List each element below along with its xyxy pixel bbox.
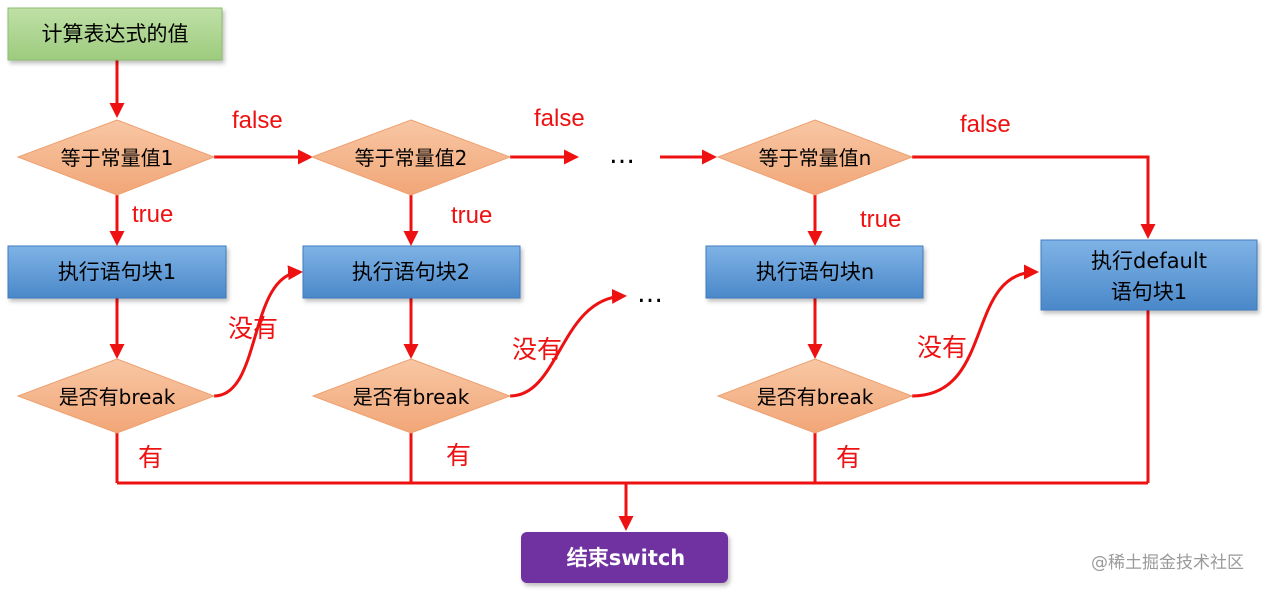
decision-brk1-label: 是否有break [59,385,176,409]
label-nobreak-n: 没有 [917,333,967,362]
block-1: 执行语句块1 [7,245,227,299]
label-nobreak-2: 没有 [512,335,562,364]
block-default-label-line1: 执行default [1091,249,1207,273]
block-n-label: 执行语句块n [756,260,874,284]
label-break-n: 有 [836,443,861,472]
block-1-label: 执行语句块1 [58,260,176,284]
decision-cmp1: 等于常量值1 [16,119,216,196]
label-true-n: true [860,206,901,233]
label-true-1: true [132,201,173,228]
decision-brkn: 是否有break [716,358,914,434]
edge-brk2-nobreak-to-ellipsis [509,288,627,398]
end-node: 结束switch [521,532,728,583]
decision-brk1: 是否有break [16,358,216,434]
end-node-label: 结束switch [567,546,686,570]
ellipsis-top: … [609,140,635,170]
block-default: 执行default 语句块1 [1040,239,1258,311]
edge-brk1-nobreak-to-block2 [213,265,303,398]
decision-cmpn-label: 等于常量值n [759,146,872,170]
start-node-label: 计算表达式的值 [42,22,189,46]
block-2-label: 执行语句块2 [352,260,470,284]
label-true-2: true [451,202,492,229]
decision-cmp2-label: 等于常量值2 [355,146,468,170]
start-node: 计算表达式的值 [7,7,223,61]
label-false-2: false [534,105,585,132]
decision-brk2: 是否有break [311,358,512,434]
decision-cmp1-label: 等于常量值1 [61,146,174,170]
edge-labels: false false false true true true 没有 没有 没… [132,105,1011,472]
decision-brkn-label: 是否有break [757,385,874,409]
decision-cmp2: 等于常量值2 [310,119,512,196]
edge-brkn-nobreak-to-default [911,264,1039,398]
watermark-text: @稀土掘金技术社区 [1091,553,1244,573]
label-break-1: 有 [138,443,163,472]
ellipsis-middle: … [637,279,663,309]
edge-cmpn-false-to-default [912,155,1156,239]
decision-brk2-label: 是否有break [353,385,470,409]
label-break-2: 有 [446,441,471,470]
block-default-label-line2: 语句块1 [1111,280,1187,304]
connectors [109,60,1156,531]
label-false-n: false [960,111,1011,138]
block-2: 执行语句块2 [302,245,521,299]
label-false-1: false [232,107,283,134]
decision-cmpn: 等于常量值n [716,119,914,196]
label-nobreak-1: 没有 [228,314,278,343]
block-n: 执行语句块n [705,245,924,299]
